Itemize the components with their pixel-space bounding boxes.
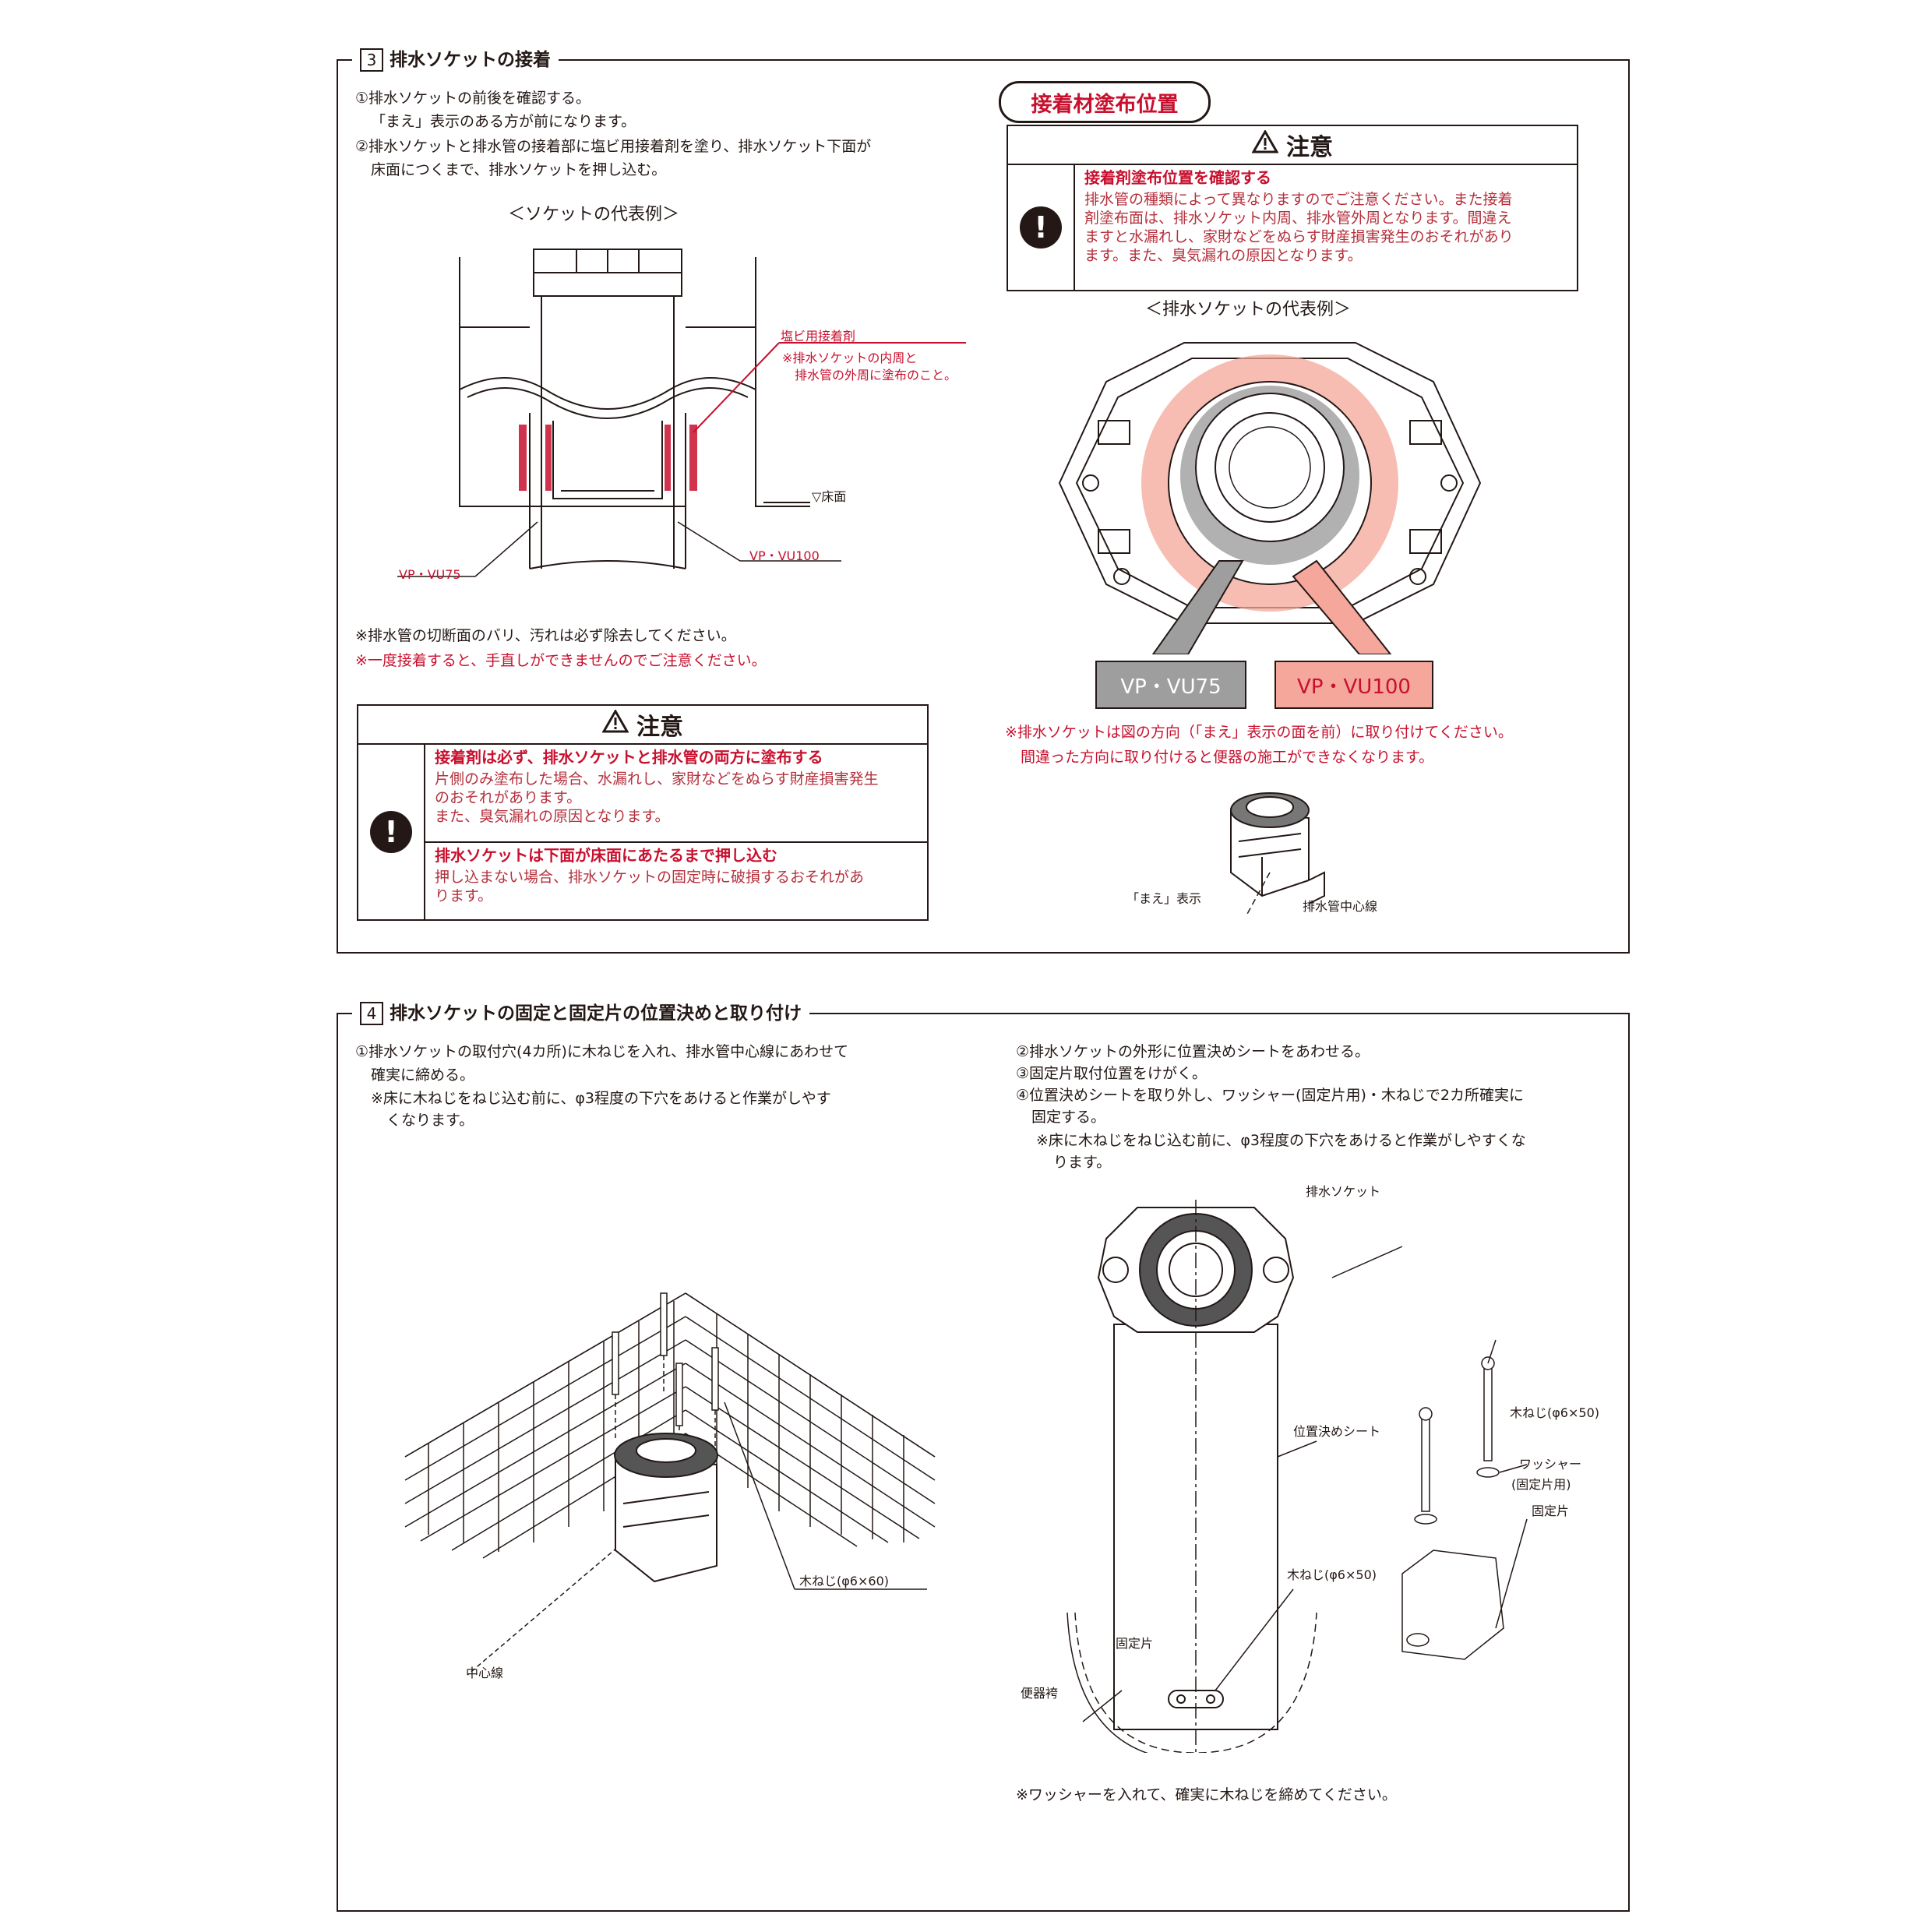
tag-vp75: VP・VU75 [1095, 661, 1246, 709]
s4-left-note-cont: くなります。 [386, 1112, 474, 1129]
s4-right-step4-cont: 固定する。 [1031, 1109, 1106, 1126]
label-fixing-piece: 固定片 [1116, 1636, 1154, 1651]
label-screw-50-b: 木ねじ(φ6×50) [1287, 1567, 1377, 1582]
caution-item-1: 接着剤は必ず、排水ソケットと排水管の両方に塗布する 片側のみ塗布した場合、水漏れ… [425, 745, 927, 844]
s4-right-step3: ③固定片取付位置をけがく。 [1016, 1065, 1208, 1082]
fig2-caption: ＜排水ソケットの代表例＞ [1145, 300, 1352, 319]
label-adhesive-note1: ※排水ソケットの内周と [782, 351, 918, 365]
section4-panel [337, 1013, 1630, 1912]
caution-item-2: 排水ソケットは下面が床面にあたるまで押し込む 押し込まない場合、排水ソケットの固… [425, 843, 927, 919]
socket-iso-small-figure [1230, 792, 1325, 916]
s4-left-step1-cont: 確実に締める。 [371, 1066, 475, 1084]
label-adhesive-note2: 排水管の外周に塗布のこと。 [795, 368, 957, 383]
section3-panel [337, 59, 1630, 954]
caution-box-right: 注意 ! 接着剤塗布位置を確認する 排水管の種類によって異なりますのでご注意くだ… [1007, 125, 1578, 291]
s4-right-note: ※床に木ねじをねじ込む前に、φ3程度の下穴をあけると作業がしやすくな [1036, 1132, 1526, 1149]
caution-right-item: 接着剤塗布位置を確認する 排水管の種類によって異なりますのでご注意ください。また… [1075, 165, 1577, 268]
caution-heading: 注意 [358, 706, 927, 745]
label-drain-socket: 排水ソケット [1306, 1184, 1381, 1199]
positioning-sheet-figure [1066, 1200, 1528, 1753]
s3-step1-note: 「まえ」表示のある方が前になります。 [371, 113, 636, 130]
warning-triangle-icon [601, 708, 629, 739]
caution-right-heading: 注意 [1008, 126, 1577, 165]
caution-item-1-title: 接着剤は必ず、排水ソケットと排水管の両方に塗布する [435, 748, 823, 767]
s4-left-step1: ①排水ソケットの取付穴(4カ所)に木ねじを入れ、排水管中心線にあわせて [355, 1043, 849, 1060]
label-mae: 「まえ」表示 [1126, 891, 1202, 906]
label-positioning-sheet: 位置決めシート [1293, 1424, 1381, 1439]
section4-title-text: 排水ソケットの固定と固定片の位置決めと取り付け [390, 1003, 802, 1024]
label-toilet-skirt: 便器袴 [1021, 1686, 1059, 1701]
label-drain-center: 排水管中心線 [1303, 899, 1378, 914]
socket-cross-section-figure [397, 249, 966, 577]
s4-left-note: ※床に木ねじをねじ込む前に、φ3程度の下穴をあけると作業がしやす [371, 1090, 831, 1107]
label-adhesive: 塩ビ用接着剤 [781, 329, 856, 344]
s4-right-step4: ④位置決めシートを取り外し、ワッシャー(固定片用)・木ねじで2カ所確実に [1016, 1087, 1524, 1104]
section4-number: 4 [360, 1002, 383, 1025]
s4-right-note-cont: ります。 [1053, 1154, 1112, 1171]
s3-right-note2: 間違った方向に取り付けると便器の施工ができなくなります。 [1021, 749, 1434, 766]
label-center-line: 中心線 [466, 1666, 504, 1680]
s4-right-washer-note: ※ワッシャーを入れて、確実に木ねじを締めてください。 [1016, 1786, 1397, 1803]
label-fixing-piece-right: 固定片 [1532, 1504, 1570, 1518]
caution-item-1-desc: 片側のみ塗布した場合、水漏れし、家財などをぬらす財産損害発生 のおそれがあります… [435, 770, 879, 825]
label-vp100: VP・VU100 [749, 548, 820, 563]
s3-step1: ①排水ソケットの前後を確認する。 [355, 90, 591, 107]
tag-vp100: VP・VU100 [1274, 661, 1433, 709]
section4-title: 4 排水ソケットの固定と固定片の位置決めと取り付け [352, 1000, 809, 1027]
label-floor: ▽床面 [812, 489, 847, 504]
section3-number: 3 [360, 48, 383, 72]
caution-right-title: 接着剤塗布位置を確認する [1084, 168, 1271, 187]
exclamation-icon: ! [1020, 206, 1062, 249]
warning-triangle-icon [1251, 129, 1279, 160]
s3-step2: ②排水ソケットと排水管の接着部に塩ビ用接着剤を塗り、排水ソケット下面が [355, 138, 872, 155]
caution-right-desc: 排水管の種類によって異なりますのでご注意ください。また接着 剤塗布面は、排水ソケ… [1084, 191, 1514, 264]
s3-note2: ※一度接着すると、手直しができませんのでご注意ください。 [355, 652, 767, 669]
fig1-caption: ＜ソケットの代表例＞ [508, 205, 680, 224]
label-vp75: VP・VU75 [399, 567, 461, 582]
label-washer-2: (固定片用) [1511, 1477, 1571, 1492]
caution-right-heading-text: 注意 [1286, 134, 1333, 161]
section3-title-text: 排水ソケットの接着 [390, 50, 551, 70]
label-washer-1: ワッシャー [1519, 1457, 1582, 1472]
label-screw-60: 木ねじ(φ6×60) [799, 1574, 889, 1588]
s3-step2-cont: 床面につくまで、排水ソケットを押し込む。 [371, 161, 667, 178]
s4-right-step2: ②排水ソケットの外形に位置決めシートをあわせる。 [1016, 1043, 1370, 1060]
exclamation-icon: ! [370, 811, 412, 853]
corner-install-figure [404, 1292, 936, 1676]
s3-right-note1: ※排水ソケットは図の方向（「まえ」表示の面を前）に取り付けてください。 [1005, 724, 1513, 741]
caution-item-2-title: 排水ソケットは下面が床面にあたるまで押し込む [435, 846, 777, 866]
caution-item-2-desc: 押し込まない場合、排水ソケットの固定時に破損するおそれがあ ります。 [435, 869, 865, 905]
socket-top-view-figure [1058, 342, 1482, 654]
section3-title: 3 排水ソケットの接着 [352, 47, 559, 73]
label-screw-50-a: 木ねじ(φ6×50) [1510, 1405, 1599, 1420]
adhesive-position-pill: 接着材塗布位置 [999, 81, 1211, 123]
caution-box-left: 注意 ! 接着剤は必ず、排水ソケットと排水管の両方に塗布する 片側のみ塗布した場… [357, 704, 929, 921]
s3-note1: ※排水管の切断面のバリ、汚れは必ず除去してください。 [355, 627, 736, 644]
caution-heading-text: 注意 [636, 714, 683, 741]
